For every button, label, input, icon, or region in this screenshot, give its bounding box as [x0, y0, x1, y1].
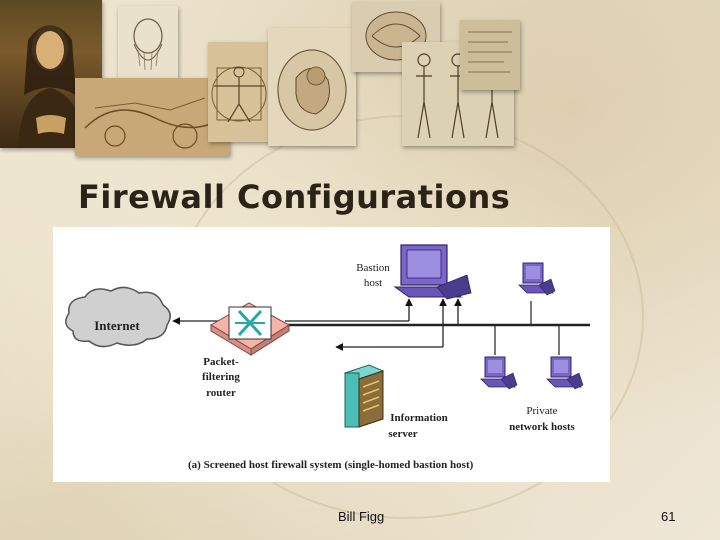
slide-title: Firewall Configurations: [78, 178, 511, 216]
bastion-label-line-1: Bastion: [356, 262, 390, 274]
network-diagram: Internet Packet- filtering router Bastio…: [53, 227, 610, 482]
bastion-host-computer-icon: [393, 244, 472, 300]
private-host-computer-icon-1: [518, 262, 556, 325]
private-host-computer-icon-2: [480, 325, 518, 390]
private-hosts-label-line-2: network hosts: [509, 421, 575, 433]
bastion-label-line-2: host: [364, 277, 382, 289]
packet-filtering-router-icon: [210, 302, 290, 356]
vitruvian-man-image: [208, 42, 270, 142]
router-label-line-2: filtering: [202, 371, 240, 383]
router-label-line-1: Packet-: [203, 356, 239, 368]
info-server-label-line-2: server: [388, 428, 417, 440]
private-host-computer-icon-3: [546, 325, 584, 390]
diagram-caption: (a) Screened host firewall system (singl…: [188, 459, 474, 471]
war-machine-sketch: [75, 78, 230, 156]
header-collage: [0, 0, 720, 160]
page-number: 61: [661, 509, 676, 524]
mona-lisa-image: [0, 0, 102, 148]
information-server-icon: [343, 364, 385, 428]
info-server-label-line-1: Information: [390, 412, 447, 424]
anatomy-notes-image: [460, 20, 520, 90]
internet-cloud-icon: [65, 286, 171, 348]
router-label-line-3: router: [206, 387, 236, 399]
private-hosts-label-line-1: Private: [526, 405, 557, 417]
fetus-study-image: [268, 28, 356, 146]
footer-author: Bill Figg: [338, 509, 385, 524]
self-portrait-sketch: [118, 6, 178, 78]
internet-label: Internet: [94, 318, 140, 333]
